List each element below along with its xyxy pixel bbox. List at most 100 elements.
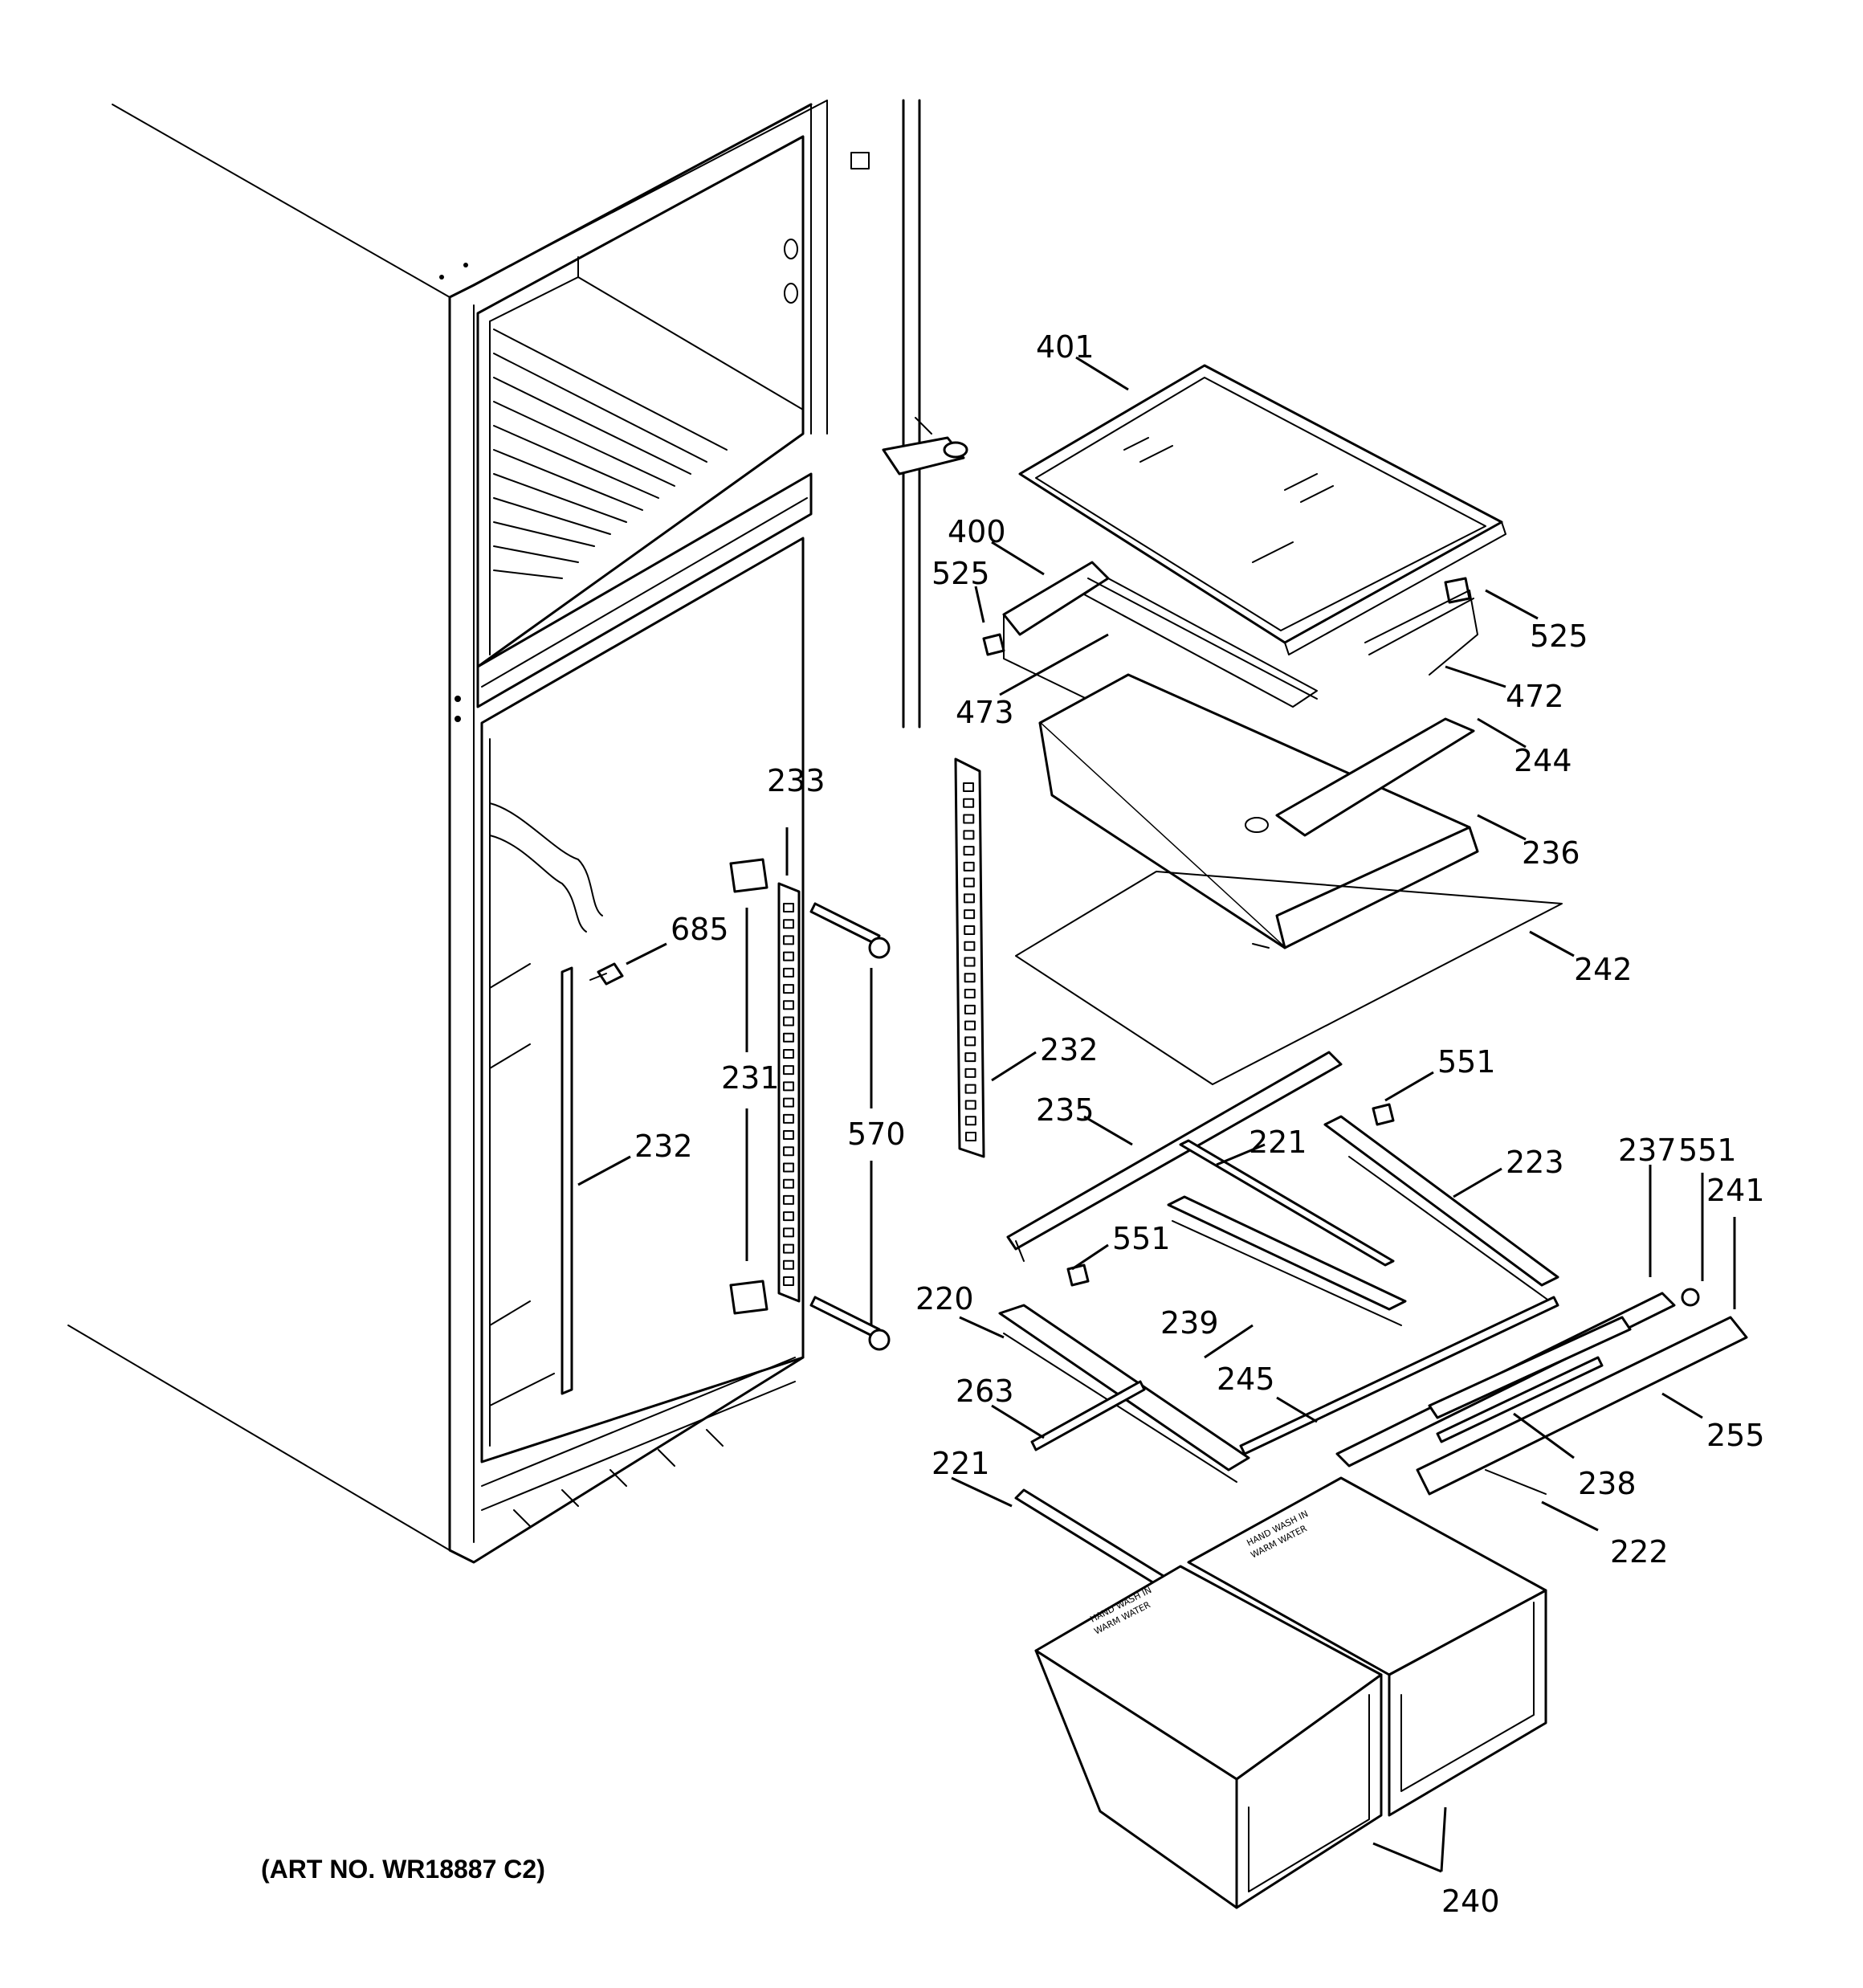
- rail-232-slot: [964, 1004, 976, 1014]
- callout-222: 222: [1610, 1534, 1669, 1570]
- freezer-floor-ridges: [493, 329, 728, 579]
- rail-232-slot: [964, 909, 976, 920]
- callout-233: 233: [767, 763, 826, 798]
- rail-232-slot: [963, 846, 975, 856]
- rail-233-slot: [783, 1178, 794, 1189]
- callout-239: 239: [1160, 1305, 1219, 1341]
- rail-232-slot: [963, 830, 975, 840]
- rail-233-slot: [783, 967, 794, 978]
- part-685-screw: [589, 962, 624, 986]
- rail-232-slot: [964, 1100, 976, 1110]
- rail-233-slot: [783, 1259, 794, 1270]
- part-232-center-rail: [954, 757, 985, 1158]
- leader-lines: [577, 356, 1736, 1873]
- art-number: (ART NO. WR18887 C2): [261, 1855, 545, 1884]
- rail-233-slot: [783, 1243, 794, 1254]
- rail-233-slot: [783, 1097, 794, 1108]
- callout-245: 245: [1217, 1361, 1275, 1397]
- callout-570: 570: [847, 1116, 906, 1152]
- callout-223: 223: [1506, 1145, 1564, 1180]
- callout-525-left: 525: [932, 556, 990, 591]
- rail-233-slot: [783, 1048, 794, 1059]
- part-231-clips: [729, 858, 768, 1315]
- rail-233-slot: [783, 935, 794, 945]
- callout-263: 263: [956, 1374, 1014, 1409]
- part-239-slide: [1167, 1195, 1407, 1326]
- rail-232-slot: [963, 798, 975, 808]
- rail-232-slot: [965, 1132, 976, 1141]
- rail-232-slot: [963, 814, 975, 824]
- rail-232-slot: [964, 973, 976, 983]
- rail-233-slot: [783, 1065, 794, 1076]
- rail-233-slot: [783, 1113, 794, 1124]
- callout-241: 241: [1706, 1173, 1765, 1208]
- part-233-rail: [777, 882, 801, 1303]
- part-232-left-rail: [561, 966, 573, 1395]
- part-222-rod: [1485, 1469, 1547, 1495]
- callout-221-upper: 221: [1249, 1125, 1307, 1160]
- part-236-drawer: [1038, 673, 1479, 949]
- rail-233-slot: [783, 1162, 794, 1173]
- rail-233-slot: [783, 1016, 794, 1027]
- callout-551-top: 551: [1437, 1044, 1496, 1080]
- rail-233-slot: [783, 1227, 794, 1238]
- rail-232-slot: [964, 1052, 976, 1063]
- center-hinge: [882, 417, 968, 476]
- part-220-front-frame: [998, 1304, 1250, 1483]
- rail-232-slot: [964, 1084, 976, 1094]
- rail-233-slot: [783, 951, 794, 961]
- part-525-screws: [982, 577, 1471, 656]
- rail-232-slot: [964, 1116, 976, 1126]
- rail-233-slot: [783, 1276, 794, 1286]
- part-472-bracket: [1364, 590, 1478, 676]
- part-223-slide: [1323, 1115, 1559, 1302]
- part-263-rod: [1030, 1380, 1146, 1451]
- callout-244: 244: [1514, 743, 1572, 778]
- rail-233-slot: [783, 1211, 794, 1222]
- callout-255: 255: [1706, 1418, 1765, 1453]
- rail-232-slot: [963, 782, 974, 792]
- callout-232-left: 232: [634, 1129, 693, 1164]
- callout-232-center: 232: [1040, 1032, 1099, 1067]
- rail-232-slot: [964, 1020, 976, 1031]
- rail-232-slot: [964, 957, 976, 967]
- part-401-glass-shelf: [1018, 364, 1506, 655]
- part-244-cover: [1275, 717, 1475, 837]
- callout-400: 400: [948, 514, 1006, 549]
- rail-233-slot: [783, 1130, 794, 1141]
- rail-232-slot: [964, 925, 976, 935]
- rail-232-slot: [963, 893, 975, 904]
- callout-240: 240: [1441, 1884, 1500, 1919]
- callout-235: 235: [1036, 1092, 1095, 1128]
- rail-233-slot: [783, 1032, 794, 1043]
- callout-551-mid: 551: [1112, 1221, 1171, 1256]
- rail-233-slot: [783, 984, 794, 994]
- part-242-pan-tray: [1015, 871, 1563, 1085]
- callout-551-right: 551: [1678, 1133, 1737, 1168]
- callout-685: 685: [671, 912, 729, 947]
- callout-525-right: 525: [1530, 618, 1588, 654]
- rail-233-slot: [783, 1194, 794, 1205]
- callout-472: 472: [1506, 679, 1564, 714]
- rail-233-slot: [783, 1000, 794, 1010]
- part-551-screws: [1066, 1103, 1700, 1307]
- rail-232-slot: [963, 861, 975, 872]
- part-245-rod: [1239, 1296, 1559, 1455]
- callout-220: 220: [915, 1281, 974, 1316]
- part-240-drawer-right: HAND WASH IN WARM WATER: [1187, 1476, 1547, 1817]
- part-221-upper-rod: [1179, 1139, 1395, 1267]
- rail-233-slot: [783, 919, 794, 929]
- rail-233-slot: [783, 1081, 794, 1092]
- part-570-screws: [809, 902, 891, 1351]
- rail-233-slot: [783, 903, 794, 912]
- callout-221-lower: 221: [932, 1446, 990, 1481]
- part-235-shelf-rail: [1006, 1051, 1343, 1262]
- callout-236: 236: [1522, 835, 1580, 871]
- rail-232-slot: [964, 1036, 976, 1047]
- part-240-drawer-left: HAND WASH IN WARM WATER: [1034, 1565, 1383, 1909]
- refrigerator-cabinet: [67, 99, 968, 1564]
- rail-232-slot: [964, 989, 976, 999]
- rail-232-slot: [964, 941, 976, 951]
- rail-232-slot: [963, 877, 975, 888]
- callout-238: 238: [1578, 1466, 1637, 1501]
